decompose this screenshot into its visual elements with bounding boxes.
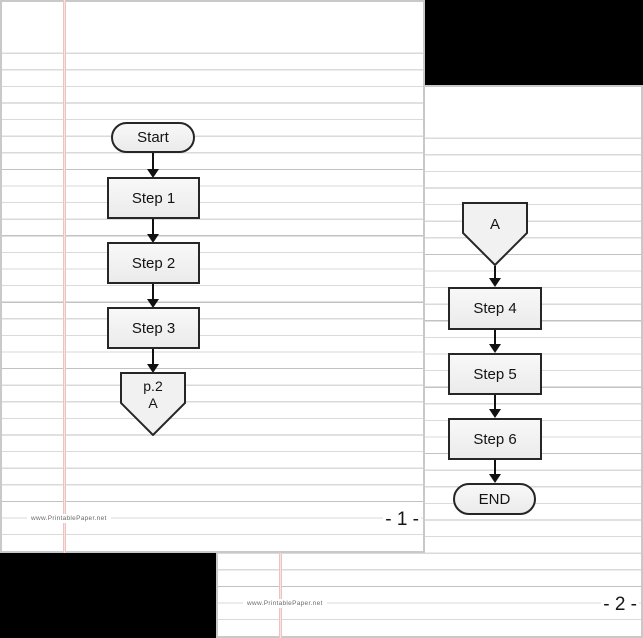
offpage-connector-label-line2: A	[148, 395, 158, 411]
ruled-lines	[2, 42, 423, 541]
process-box-step5: Step 5	[448, 353, 542, 395]
offpage-connector-label-line1: p.2	[143, 378, 163, 394]
offpage-connector-shape	[120, 372, 186, 436]
page-number: - 2 -	[601, 594, 639, 616]
footer-url: www.PrintablePaper.net	[27, 514, 111, 523]
flow-arrow-icon	[489, 266, 501, 287]
terminator-start: Start	[111, 122, 195, 153]
terminator-end: END	[453, 483, 536, 515]
terminator-label: Start	[137, 129, 169, 146]
process-box-label: Step 4	[473, 300, 517, 317]
flow-arrow-icon	[147, 284, 159, 308]
process-box-label: Step 2	[131, 254, 176, 272]
process-box-label: Step 6	[473, 430, 517, 448]
offpage-connector-label: A	[489, 216, 500, 233]
offpage-connector-a: A	[462, 202, 528, 266]
flow-arrow-icon	[147, 153, 159, 178]
process-box-label: Step 3	[131, 319, 176, 337]
process-box-label: Step 5	[473, 365, 517, 383]
offpage-connector-shape	[462, 202, 528, 266]
flow-arrow-icon	[489, 395, 501, 418]
process-box-step4: Step 4	[448, 287, 542, 330]
flow-arrow-icon	[147, 349, 159, 373]
page-number: - 1 -	[383, 509, 421, 531]
process-box-step1: Step 1	[107, 177, 200, 219]
offpage-connector-p2a: p.2 A	[120, 372, 186, 436]
process-box-step6: Step 6	[448, 418, 542, 460]
footer-url: www.PrintablePaper.net	[243, 599, 327, 608]
page-1: Start Step 1 Step 2 Step 3 p.2 A www.Pri…	[0, 0, 425, 553]
flow-arrow-icon	[489, 460, 501, 483]
flow-arrow-icon	[147, 219, 159, 243]
flow-arrow-icon	[489, 330, 501, 353]
process-box-step3: Step 3	[107, 307, 200, 349]
margin-line	[63, 0, 66, 553]
terminator-label: END	[478, 490, 511, 508]
process-box-step2: Step 2	[107, 242, 200, 284]
process-box-label: Step 1	[131, 189, 176, 207]
